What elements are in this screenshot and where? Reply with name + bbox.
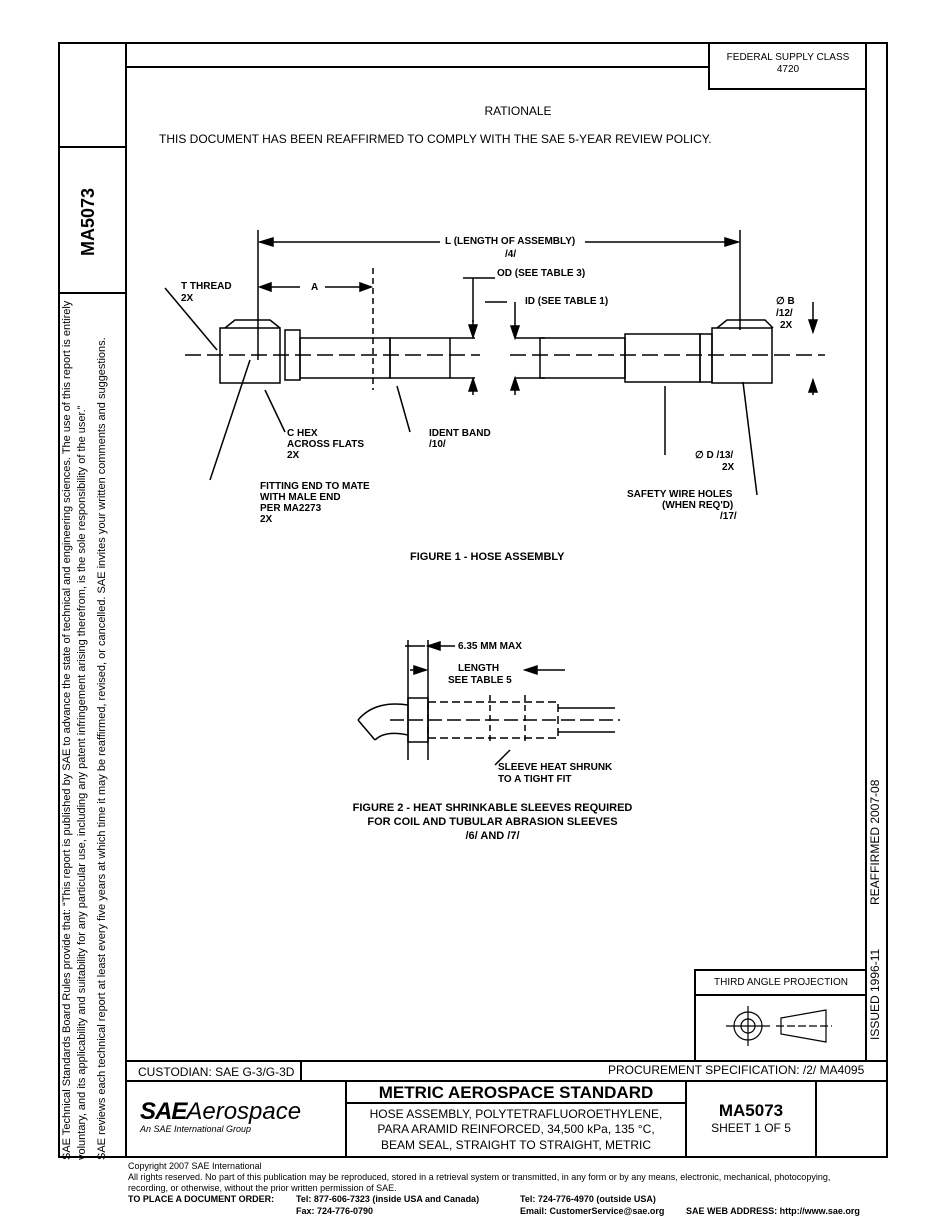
title-block-divider-top bbox=[300, 1060, 302, 1080]
fig1-d-label: ∅ D /13/ bbox=[695, 450, 734, 461]
custodian: CUSTODIAN: SAE G-3/G-3D bbox=[138, 1065, 295, 1079]
fig1-b-ref: /12/ bbox=[776, 308, 793, 319]
federal-supply-class: FEDERAL SUPPLY CLASS 4720 bbox=[708, 42, 866, 90]
standard-type-rule bbox=[345, 1102, 687, 1104]
issued-date: ISSUED 1996-11 bbox=[868, 948, 882, 1040]
fig1-t-thread: T THREAD bbox=[181, 281, 232, 292]
fig1-c-hex-qty: 2X bbox=[287, 450, 300, 461]
figure1-drawing bbox=[164, 230, 825, 496]
projection-divider bbox=[696, 994, 866, 996]
sae-aerospace-logo: SAEAerospace An SAE International Group bbox=[140, 1098, 301, 1134]
fsc-line1: FEDERAL SUPPLY CLASS bbox=[726, 52, 850, 63]
left-column-divider bbox=[125, 42, 127, 1158]
side-box-bottom bbox=[58, 292, 126, 294]
fig1-d-qty: 2X bbox=[722, 462, 735, 473]
fig2-sleeve1: SLEEVE HEAT SHRUNK bbox=[498, 762, 613, 773]
fig1-t-thread-qty: 2X bbox=[181, 293, 194, 304]
fig2-caption2: FOR COIL AND TUBULAR ABRASION SLEEVES bbox=[367, 816, 618, 828]
fig1-safety2: (WHEN REQ'D) bbox=[662, 500, 734, 511]
fsc-line2: 4720 bbox=[776, 64, 800, 75]
fig1-length-ref: /4/ bbox=[505, 249, 517, 260]
title-line2: PARA ARAMID REINFORCED, 34,500 kPa, 135 … bbox=[377, 1122, 655, 1136]
fig1-fit1: FITTING END TO MATE bbox=[260, 481, 370, 492]
fig2-caption3: /6/ AND /7/ bbox=[465, 830, 520, 842]
fig1-a-label: A bbox=[311, 282, 319, 293]
title-line1: HOSE ASSEMBLY, POLYTETRAFLUOROETHYLENE, bbox=[369, 1107, 663, 1121]
fig1-c-hex1: C HEX bbox=[287, 428, 318, 439]
side-note-line2: voluntary, and its applicability and sui… bbox=[76, 405, 88, 1160]
procurement-spec: PROCUREMENT SPECIFICATION: /2/ MA4095 bbox=[608, 1063, 865, 1077]
title-block-divider-1 bbox=[345, 1080, 347, 1158]
fig2-caption1: FIGURE 2 - HEAT SHRINKABLE SLEEVES REQUI… bbox=[352, 802, 633, 814]
fig1-id-label: ID (SEE TABLE 1) bbox=[525, 296, 609, 307]
projection-label: THIRD ANGLE PROJECTION bbox=[714, 977, 848, 988]
logo-sae: SAE bbox=[140, 1098, 187, 1125]
fig1-b-qty: 2X bbox=[780, 320, 793, 331]
title-line3: BEAM SEAL, STRAIGHT TO STRAIGHT, METRIC bbox=[380, 1138, 652, 1152]
rationale-title: RATIONALE bbox=[484, 104, 552, 118]
fig1-fit3: PER MA2273 bbox=[260, 503, 322, 514]
fig1-fit-qty: 2X bbox=[260, 514, 273, 525]
side-note-line3: SAE reviews each technical report at lea… bbox=[96, 337, 108, 1160]
fig1-c-hex2: ACROSS FLATS bbox=[287, 439, 365, 450]
side-doc-number: MA5073 bbox=[78, 187, 98, 256]
logo-aerospace: Aerospace bbox=[186, 1098, 302, 1125]
fig1-ident1: IDENT BAND bbox=[429, 428, 491, 439]
side-box-top bbox=[58, 146, 126, 148]
projection-symbol bbox=[726, 1006, 832, 1046]
order-label: TO PLACE A DOCUMENT ORDER: bbox=[128, 1194, 275, 1204]
order-tel-inside: Tel: 877-606-7323 (inside USA and Canada… bbox=[296, 1194, 480, 1204]
right-column-divider bbox=[865, 42, 867, 1062]
title-block-divider-2 bbox=[685, 1080, 687, 1158]
logo-subtitle: An SAE International Group bbox=[140, 1124, 252, 1134]
fig1-od-label: OD (SEE TABLE 3) bbox=[497, 268, 586, 279]
fig1-safety-ref: /17/ bbox=[720, 511, 737, 522]
fig2-length2: SEE TABLE 5 bbox=[448, 675, 512, 686]
order-fax: Fax: 724-776-0790 bbox=[296, 1206, 374, 1216]
title-block-rule bbox=[125, 1080, 887, 1082]
document-number: MA5073 bbox=[718, 1101, 784, 1120]
fig2-sleeve2: TO A TIGHT FIT bbox=[498, 774, 572, 785]
title-block-top bbox=[125, 1060, 887, 1062]
fig1-fit2: WITH MALE END bbox=[260, 492, 341, 503]
projection-box: THIRD ANGLE PROJECTION bbox=[694, 969, 866, 1062]
side-note-line1: SAE Technical Standards Board Rules prov… bbox=[61, 300, 73, 1160]
header-rule bbox=[125, 66, 709, 68]
figure2-drawing bbox=[357, 640, 620, 766]
sheet-number: SHEET 1 OF 5 bbox=[711, 1121, 791, 1135]
fig1-ident-ref: /10/ bbox=[429, 439, 446, 450]
rationale-text: THIS DOCUMENT HAS BEEN REAFFIRMED TO COM… bbox=[159, 132, 712, 146]
fig1-safety1: SAFETY WIRE HOLES bbox=[627, 489, 733, 500]
fig1-caption: FIGURE 1 - HOSE ASSEMBLY bbox=[410, 551, 565, 563]
fig2-max-label: 6.35 MM MAX bbox=[458, 641, 522, 652]
order-tel-outside: Tel: 724-776-4970 (outside USA) bbox=[520, 1194, 656, 1204]
rights-line2: recording, or otherwise, without the pri… bbox=[128, 1183, 397, 1193]
rights-line1: All rights reserved. No part of this pub… bbox=[128, 1172, 831, 1182]
title-block-divider-3 bbox=[815, 1080, 817, 1158]
fig2-length1: LENGTH bbox=[458, 663, 500, 674]
fig1-length-label: L (LENGTH OF ASSEMBLY) bbox=[445, 236, 576, 247]
web-address: SAE WEB ADDRESS: http://www.sae.org bbox=[686, 1206, 860, 1216]
fig1-b-label: ∅ B bbox=[776, 296, 795, 307]
order-email: Email: CustomerService@sae.org bbox=[520, 1206, 665, 1216]
page-frame bbox=[58, 42, 888, 1158]
standard-type: METRIC AEROSPACE STANDARD bbox=[378, 1083, 654, 1102]
reaffirmed-date: REAFFIRMED 2007-08 bbox=[868, 779, 882, 905]
copyright: Copyright 2007 SAE International bbox=[128, 1161, 262, 1171]
